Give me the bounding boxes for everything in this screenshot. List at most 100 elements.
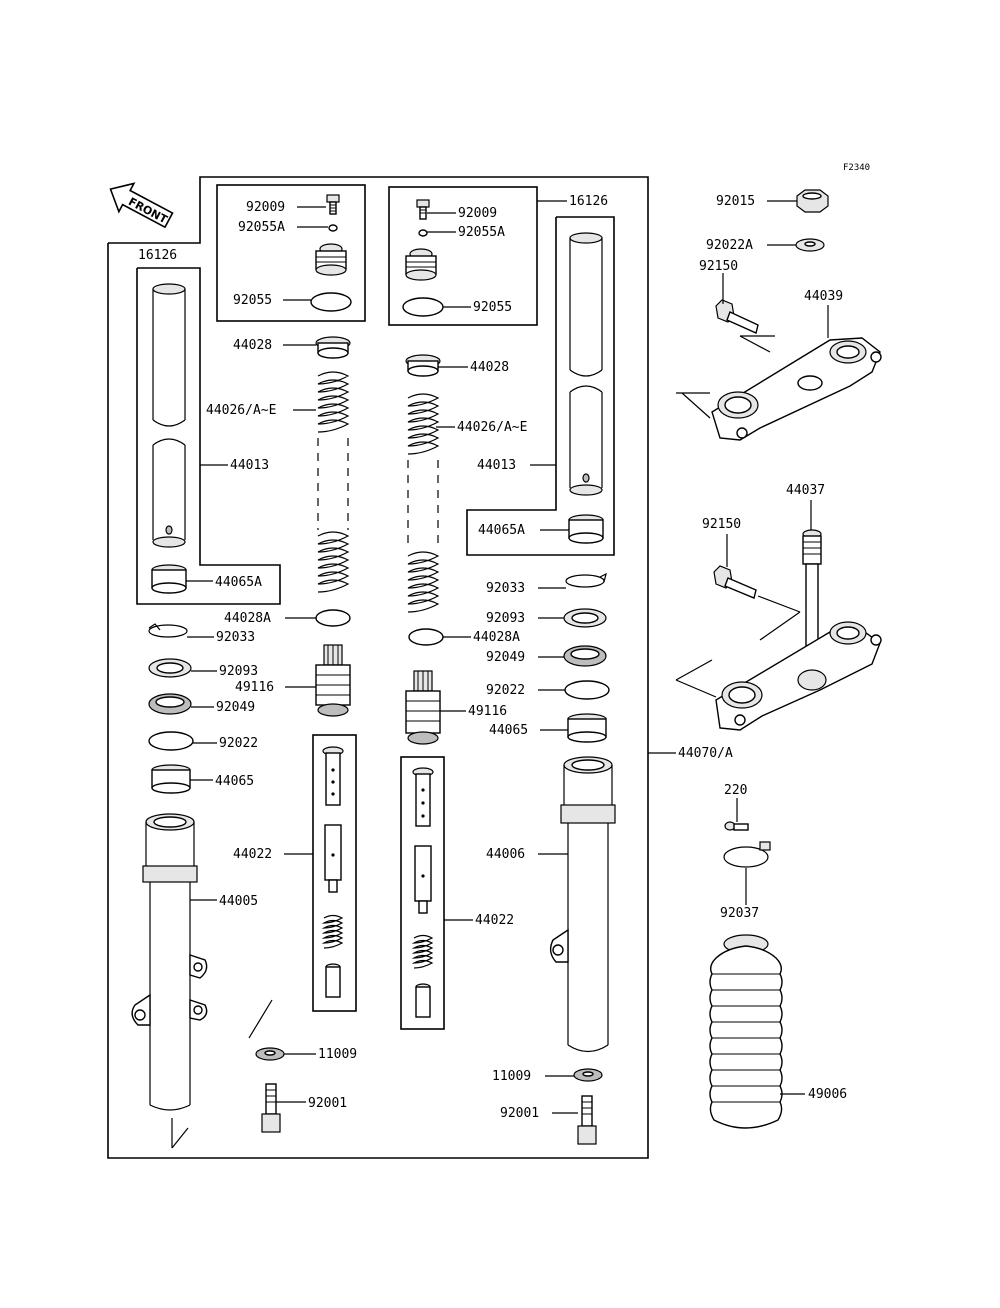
label-92150-bottom: 92150 [702,517,741,532]
label-44065-right: 44065 [489,723,528,738]
label-92033-left: 92033 [216,630,255,645]
label-44013-left: 44013 [230,458,269,473]
bushing-44065-right [567,713,607,743]
right-cap-kit-box [388,186,538,326]
washer-92022A [795,238,825,252]
main-assembly-frame [107,176,649,1159]
spring-44026-right [407,393,440,613]
label-44065-left: 44065 [215,774,254,789]
label-92009-right: 92009 [458,206,497,221]
leader-lines [186,200,829,1114]
washer-92022-left [148,731,194,751]
label-92150-top: 92150 [699,259,738,274]
oring-92055-right [402,297,444,317]
oring-92055-left [310,292,352,312]
seal-92093-right [563,608,607,628]
label-44028A-left: 44028A [224,611,271,626]
damper-rod-44022-right [411,767,434,1018]
cap-44028-kit-left [315,243,347,276]
label-44065A-left: 44065A [215,575,262,590]
left-cap-kit-box [216,184,366,322]
upper-clamp-44039 [676,337,882,441]
right-rod-box [400,756,445,1030]
spacer-44028A-right [408,628,444,646]
spacer-44028-right [405,354,441,377]
figure-code: F2340 [843,163,870,173]
label-92033-right: 92033 [486,581,525,596]
cartridge-49116-left [315,644,351,717]
label-11009-right: 11009 [492,1069,531,1084]
label-92001-left: 92001 [308,1096,347,1111]
bushing-44065-left [151,764,191,794]
seal-92049-left [148,693,192,715]
label-44028-left: 44028 [233,338,272,353]
clip-92033-right [565,572,607,588]
right-inner-tube-box [466,216,615,556]
clip-92033-left [148,623,188,638]
damper-rod-44022-left [321,746,344,998]
label-92055-left: 92055 [233,293,272,308]
label-44026-right: 44026/A~E [457,420,527,435]
bushing-44065A-left [151,564,187,594]
nut-92015 [796,189,829,213]
label-44005: 44005 [219,894,258,909]
outer-tube-44006 [549,756,616,1053]
label-49116-left: 49116 [235,680,274,695]
label-44039: 44039 [804,289,843,304]
front-arrow-icon: FRONT [109,182,174,229]
label-92049-right: 92049 [486,650,525,665]
washer-92022-right [564,680,610,700]
bolt-92001-right [577,1095,597,1145]
label-49116-right: 49116 [468,704,507,719]
left-rod-box [312,734,357,1012]
boot-49006 [709,934,783,1129]
leader-line-11009-left [248,999,273,1039]
label-11009-left: 11009 [318,1047,357,1062]
cap-right-kit [405,248,437,281]
label-44026-left: 44026/A~E [206,403,276,418]
label-92037: 92037 [720,906,759,921]
label-16126-right: 16126 [569,194,608,209]
bolt-92009-left [326,194,340,215]
bolt-92009-right [416,199,430,220]
label-44037: 44037 [786,483,825,498]
label-44022-left: 44022 [233,847,272,862]
label-92022-right: 92022 [486,683,525,698]
bushing-44065A-right [568,514,604,544]
inner-tube-44013-right [569,232,603,496]
label-44028A-right: 44028A [473,630,520,645]
bolt-92150-bottom [713,565,801,641]
spacer-44028A-left [315,609,351,627]
left-inner-tube-box [136,267,281,605]
bolt-92150-top [715,299,775,353]
label-44022-right: 44022 [475,913,514,928]
label-92055A-right: 92055A [458,225,505,240]
inner-tube-44013-left [152,283,186,548]
label-92001-right: 92001 [500,1106,539,1121]
oring-92055A-right [418,229,428,237]
seal-92049-right [563,645,607,667]
washer-11009-left-hole [264,1050,276,1056]
label-44070: 44070/A [678,746,733,761]
label-220: 220 [724,783,747,798]
label-92015: 92015 [716,194,755,209]
spring-44026-left [317,371,350,593]
label-92055-right: 92055 [473,300,512,315]
label-92055A-left: 92055A [238,220,285,235]
label-44065A-right: 44065A [478,523,525,538]
part-labels: 16126 92009 92055A 92055 44028 44026/A~E… [138,194,847,1121]
oring-92055A-left [328,224,338,232]
screw-220 [724,821,749,831]
label-44006: 44006 [486,847,525,862]
seal-92093-left [148,658,192,678]
label-92022-left: 92022 [219,736,258,751]
label-92093-right: 92093 [486,611,525,626]
label-92022A: 92022A [706,238,753,253]
label-16126-left: 16126 [138,248,177,263]
label-92049-left: 92049 [216,700,255,715]
bolt-92001-left [261,1083,281,1133]
label-44028-right: 44028 [470,360,509,375]
spacer-44028-left [315,336,351,359]
cartridge-49116-right [405,670,441,745]
